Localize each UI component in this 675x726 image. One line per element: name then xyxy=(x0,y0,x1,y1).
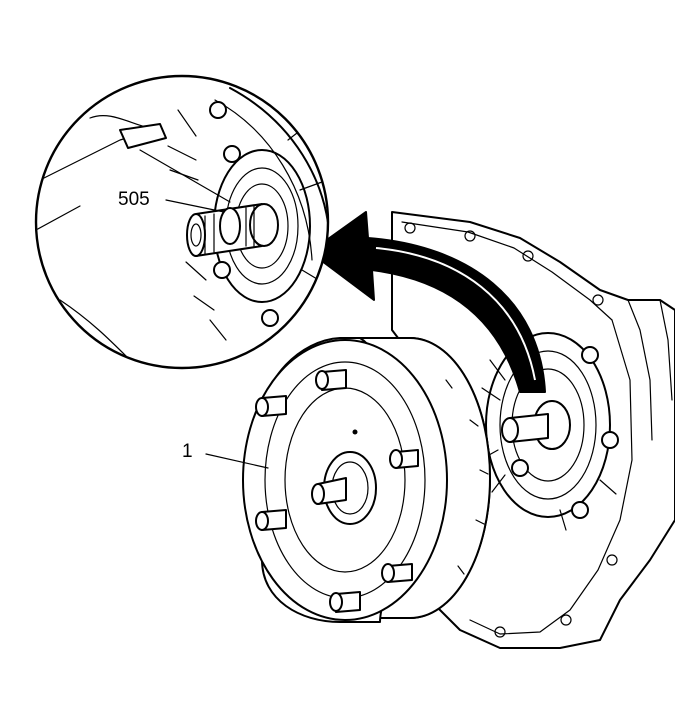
detail-magnifier xyxy=(34,74,330,370)
detail-leader-line xyxy=(165,199,225,213)
torque-converter xyxy=(242,337,491,623)
installation-arrow xyxy=(309,211,546,393)
converter-leader-line xyxy=(205,453,269,469)
converter-studs xyxy=(255,369,419,613)
callout-505: 505 xyxy=(118,189,150,210)
callout-1: 1 xyxy=(182,441,193,462)
